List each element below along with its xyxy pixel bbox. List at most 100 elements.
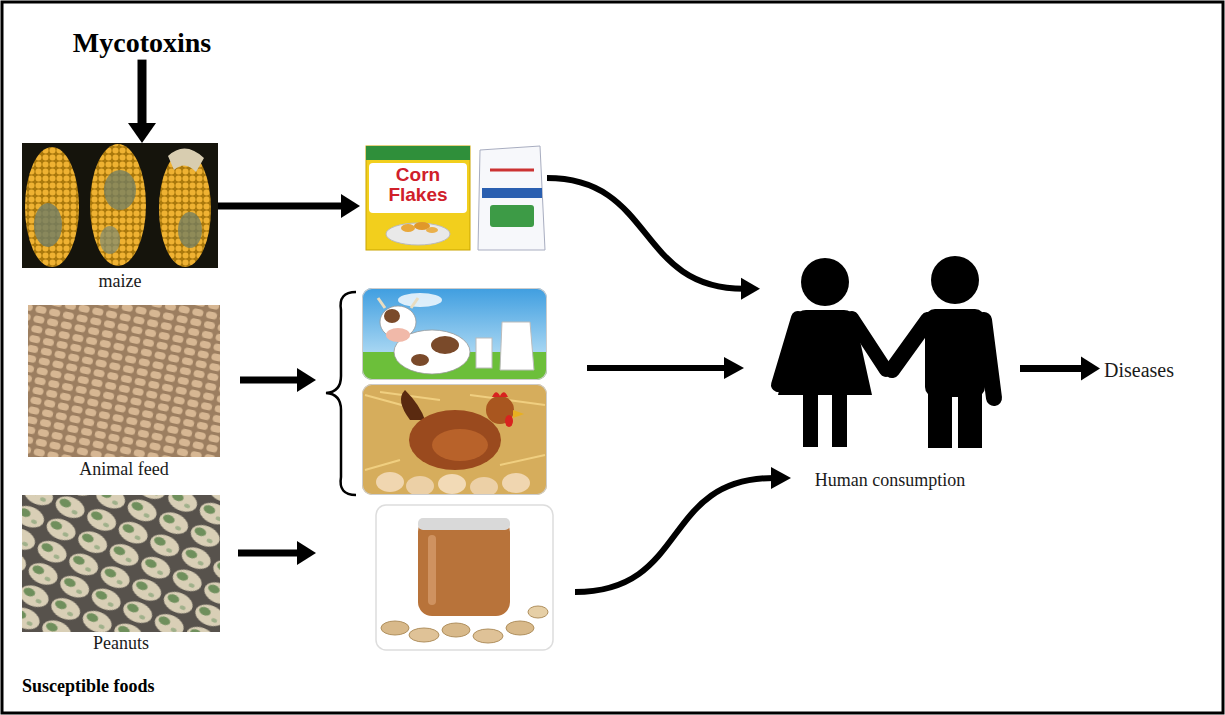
- illustration-part: [832, 393, 847, 447]
- group-bracket: [326, 292, 356, 495]
- node-text: Diseases: [1104, 358, 1174, 382]
- illustration-part: [428, 535, 436, 605]
- illustration-part: [104, 170, 136, 210]
- illustration-part: [418, 518, 510, 616]
- illustration-part: [401, 390, 425, 420]
- node-text: Peanuts: [93, 633, 149, 655]
- illustration-part: [852, 318, 886, 370]
- illustration-part: [587, 365, 727, 371]
- illustration-part: [381, 621, 409, 635]
- illustration-part: [376, 505, 553, 650]
- illustration-part: [724, 357, 744, 379]
- illustration-part: [360, 140, 547, 252]
- arrow-head: [741, 278, 760, 300]
- illustration-part: [505, 415, 513, 427]
- arrow-head: [341, 194, 360, 218]
- outcome-text: Diseases: [1100, 358, 1178, 382]
- arrow-line: [138, 60, 147, 126]
- illustration-part: [28, 305, 220, 457]
- illustration-part: [490, 169, 534, 172]
- people-icon: [778, 256, 994, 448]
- illustration-part: [482, 188, 542, 198]
- illustration-part: [771, 467, 791, 489]
- illustration-part: [492, 392, 508, 397]
- peanut-butter-photo: [376, 505, 553, 650]
- food-image: Peanuts: [22, 495, 220, 655]
- illustration-part: [958, 390, 982, 448]
- arrow-line: [218, 203, 344, 210]
- product-image: Corn Flakes: [360, 140, 547, 252]
- illustration-part: [892, 320, 928, 370]
- poultry-photo: [362, 384, 547, 495]
- illustration-part: [386, 223, 450, 245]
- illustration-part: [506, 621, 534, 635]
- cereal-photo: [360, 140, 547, 252]
- illustration-part: [376, 472, 404, 492]
- food-image: maize: [22, 143, 218, 293]
- maize-photo: [22, 143, 218, 268]
- illustration-part: [411, 354, 429, 366]
- arrow-line: [1020, 365, 1084, 372]
- node-text: Human consumption: [815, 470, 966, 492]
- illustration-part: [476, 338, 492, 368]
- flow-arrow: [1020, 357, 1100, 381]
- illustration-part: [297, 368, 316, 392]
- illustration-part: [238, 550, 300, 557]
- illustration-part: [431, 336, 459, 354]
- illustration-part: [362, 288, 547, 380]
- illustration-part: [100, 226, 120, 254]
- illustration-part: [362, 384, 547, 495]
- illustration-part: [90, 144, 146, 266]
- feed-photo: [28, 305, 220, 457]
- illustration-part: [984, 320, 994, 398]
- illustration-part: [928, 390, 952, 448]
- dairy-photo: [362, 288, 547, 380]
- illustration-part: [369, 163, 467, 213]
- peanut-photo: [22, 495, 220, 632]
- illustration-part: [426, 227, 438, 233]
- flow-arrow: [218, 194, 360, 218]
- illustration-part: [378, 298, 418, 308]
- illustration-part: [366, 146, 470, 160]
- illustration-part: [366, 146, 470, 250]
- illustration-part: [365, 392, 545, 470]
- illustration-part: [500, 322, 534, 370]
- illustration-part: [168, 148, 204, 172]
- section-label: Susceptible foods: [22, 676, 155, 697]
- illustration-part: [386, 328, 410, 342]
- arrow-line: [547, 178, 744, 289]
- illustration-part: [803, 393, 818, 447]
- node-text: Animal feed: [79, 459, 168, 481]
- consumer-icon: Human consumption: [760, 250, 1020, 492]
- illustration-part: [384, 309, 400, 323]
- illustration-part: [513, 410, 524, 418]
- illustration-part: [398, 293, 442, 307]
- illustration-part: [406, 476, 434, 495]
- illustration-part: [778, 318, 798, 385]
- illustration-part: [22, 495, 220, 632]
- food-image: Animal feed: [28, 305, 220, 481]
- illustration-part: [528, 606, 548, 618]
- illustration-part: [409, 628, 439, 642]
- illustration-part: [178, 212, 202, 248]
- illustration-part: [801, 258, 849, 306]
- illustration-part: [432, 429, 488, 461]
- illustration-part: [438, 474, 466, 494]
- illustration-part: [470, 477, 498, 495]
- arrow-head: [128, 123, 156, 143]
- node-text: Mycotoxins: [73, 26, 211, 60]
- illustration-part: [25, 147, 79, 267]
- illustration-part: [22, 143, 218, 268]
- illustration-part: [159, 151, 211, 267]
- illustration-part: [502, 473, 530, 493]
- flow-arrow: [238, 357, 791, 592]
- node-text: maize: [99, 271, 142, 293]
- illustration-part: [28, 305, 220, 457]
- illustration-part: [409, 410, 501, 470]
- illustration-part: [418, 518, 510, 530]
- illustration-part: [297, 541, 316, 565]
- illustration-part: [442, 623, 470, 637]
